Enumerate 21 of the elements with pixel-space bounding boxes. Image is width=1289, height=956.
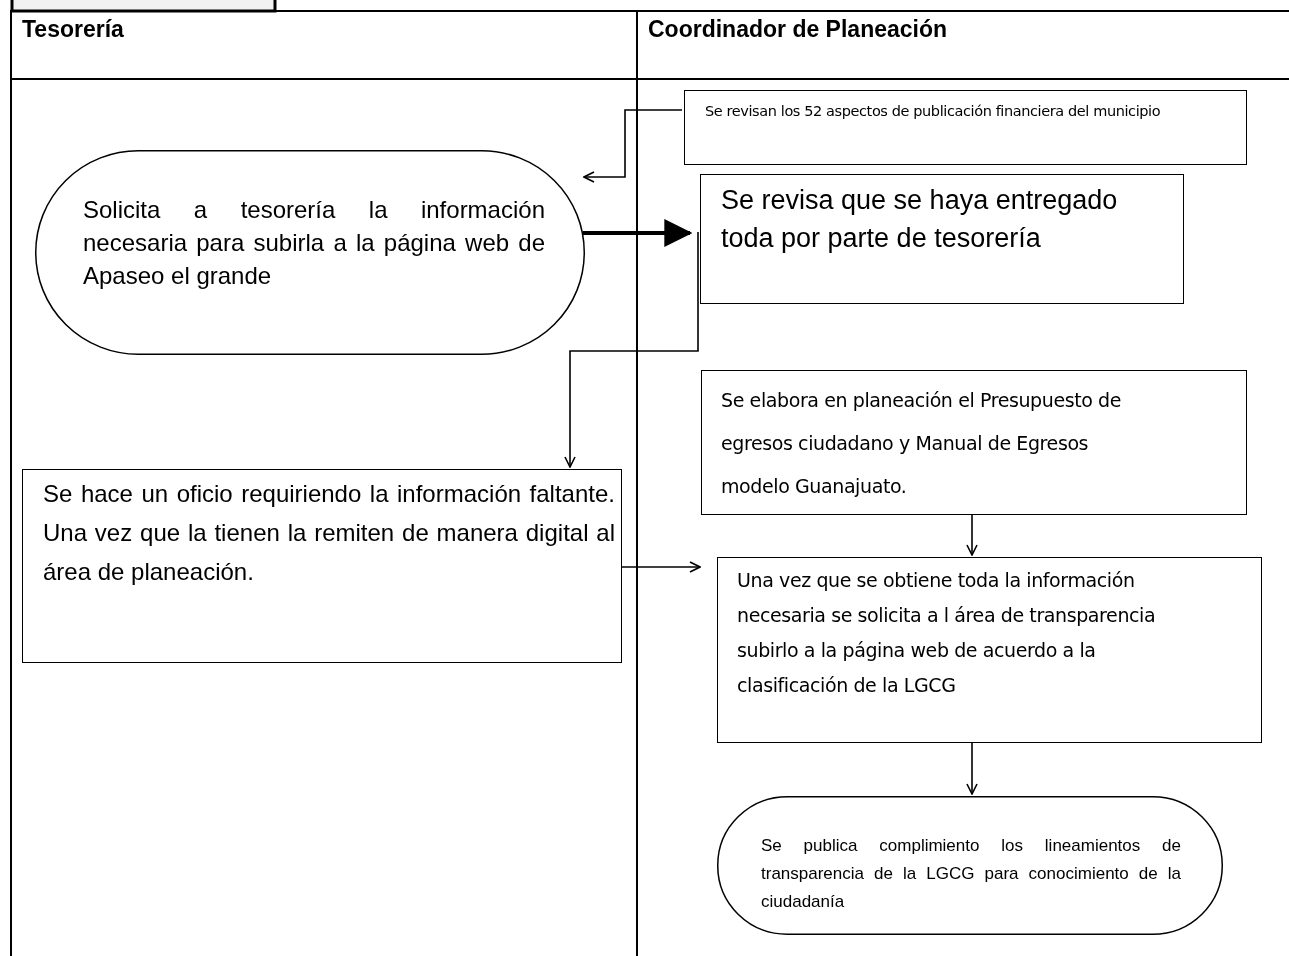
arrow — [583, 109, 683, 183]
step-text: Se hace un oficio requiriendo la información faltante. Una vez que la tienen la remiten de manera digital al área de planeación. — [43, 479, 615, 587]
step-text: Se publica complimiento los lineamientos de transparencia de la LGCG para conocimiento de la ciudadanía — [761, 835, 1181, 913]
step-text: Se elabora en planeación el Presupuesto de egresos ciudadano y Manual de Egresos modelo Guanajuato. — [721, 388, 1123, 499]
lane-header: Tesorería — [22, 16, 124, 43]
swimlane — [10, 10, 638, 956]
process-box — [684, 90, 1247, 165]
process-box — [717, 557, 1262, 743]
arrow — [966, 512, 978, 556]
lane-header: Coordinador de Planeación — [648, 16, 948, 43]
step-text: Se revisan los 52 aspectos de publicación financiera del municipio — [705, 102, 1162, 121]
arrow — [966, 740, 978, 795]
arrow — [564, 231, 699, 468]
process-box — [701, 370, 1247, 515]
arrow — [619, 561, 701, 573]
step-text: Una vez que se obtiene toda la información necesaria se solicita a l área de transparencia subirlo a la página web de acuerdo a la clasificación de la LGCG — [737, 568, 1157, 698]
step-text: Solicita a tesorería la información necesaria para subirla a la página web de Apaseo el grande — [83, 195, 545, 291]
process-box — [22, 469, 622, 663]
process-box — [700, 174, 1184, 304]
step-text: Se revisa que se haya entregado toda por parte de tesorería — [721, 184, 1119, 255]
arrow — [583, 219, 693, 247]
